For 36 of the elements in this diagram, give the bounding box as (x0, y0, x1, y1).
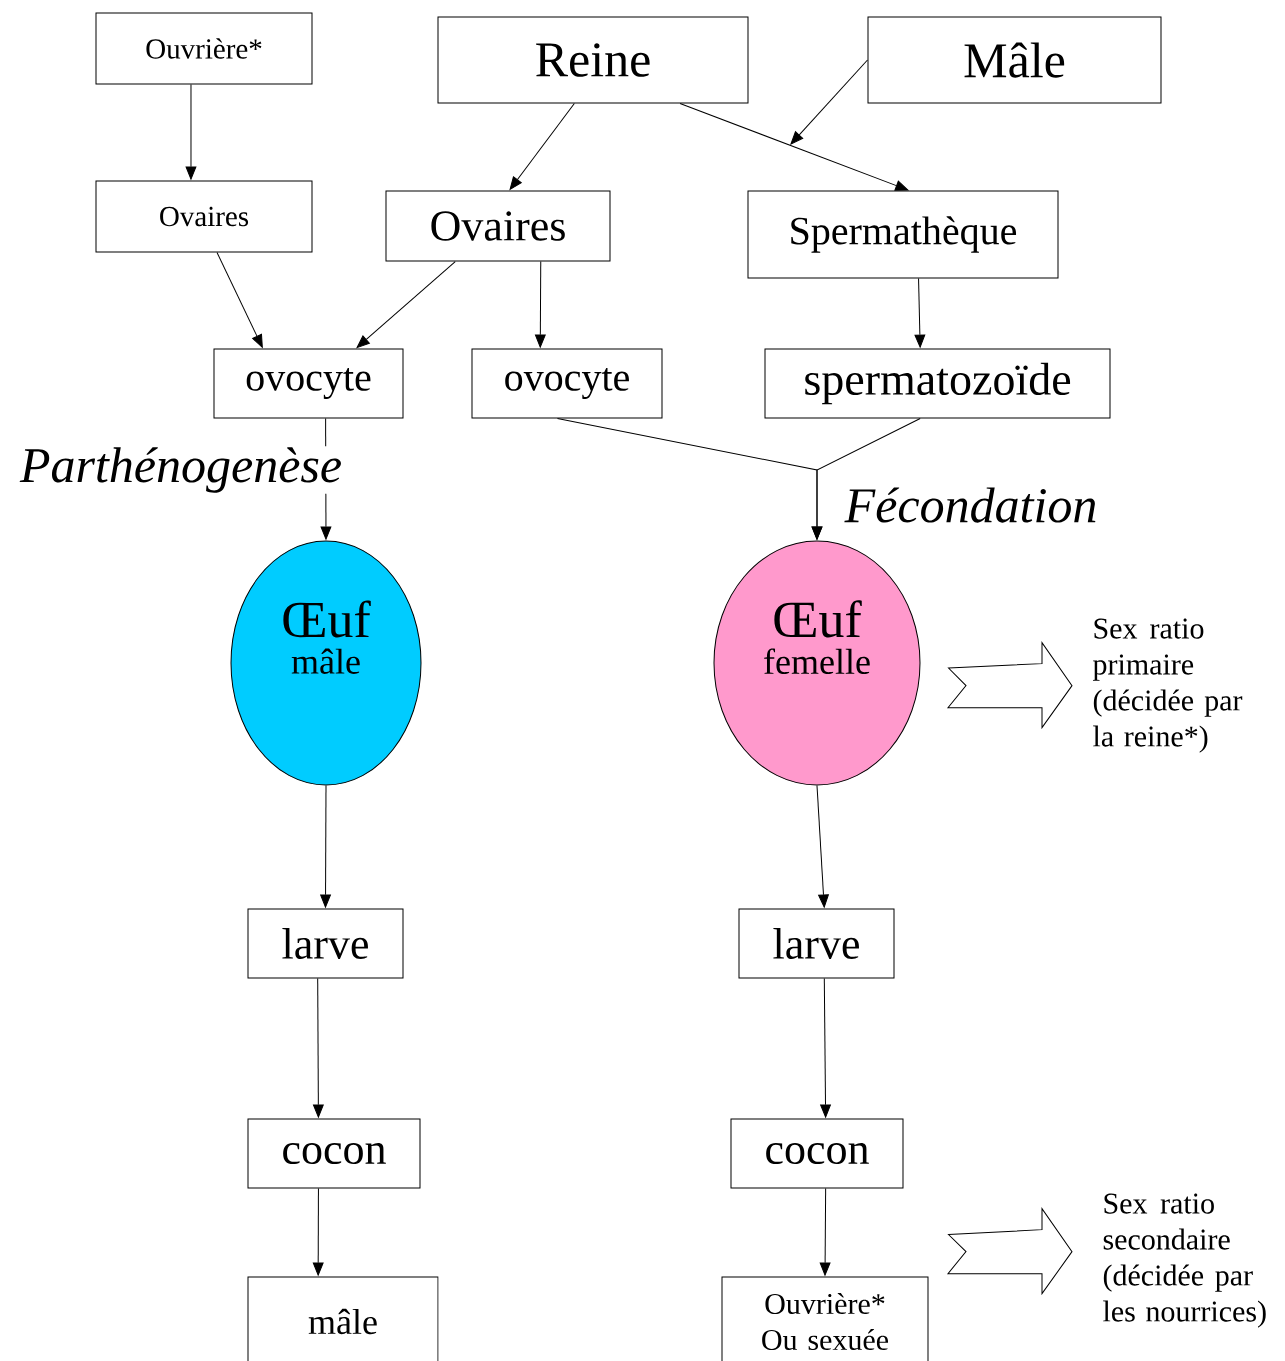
arrow (790, 59, 868, 145)
process-box: larve (247, 908, 404, 979)
arrow (185, 84, 197, 180)
process-box: larve (738, 908, 895, 979)
process-box: Mâle (867, 16, 1162, 104)
arrow (820, 978, 831, 1118)
arrow (819, 1188, 831, 1276)
process-box: mâle (247, 1276, 439, 1361)
process-box: cocon (247, 1118, 421, 1189)
process-box: cocon (730, 1118, 904, 1189)
arrow (534, 261, 546, 348)
arrow (816, 785, 829, 908)
arrow (509, 103, 575, 190)
process-box: Ovaires (95, 180, 313, 253)
arrow (312, 978, 324, 1118)
process-box: Ouvrière* Ou sexuée (721, 1276, 929, 1361)
process-box: Reine (437, 16, 749, 104)
process-box: Ouvrière* (95, 12, 313, 85)
arrow (216, 252, 263, 348)
block-arrow (947, 1208, 1073, 1295)
arrow (320, 785, 331, 908)
arrow (356, 261, 456, 349)
edge-label: Fécondation (843, 486, 1099, 524)
process-box: Spermathèque (747, 190, 1059, 279)
note-text: Sex ratio primaire (décidée par la reine*) (1093, 618, 1243, 753)
arrow (914, 278, 926, 348)
process-box: spermatozoïde (764, 348, 1111, 419)
block-arrow (947, 642, 1073, 729)
process-box: ovocyte (213, 348, 404, 419)
arrow (811, 418, 921, 540)
process-box: Ovaires (385, 190, 611, 262)
note-text: Sex ratio secondaire (décidée par les nourrices) (1103, 1193, 1266, 1328)
arrow (679, 103, 909, 191)
edge-label: Parthénogenèse (18, 446, 344, 494)
arrow (312, 1188, 324, 1276)
process-box: ovocyte (471, 348, 663, 419)
